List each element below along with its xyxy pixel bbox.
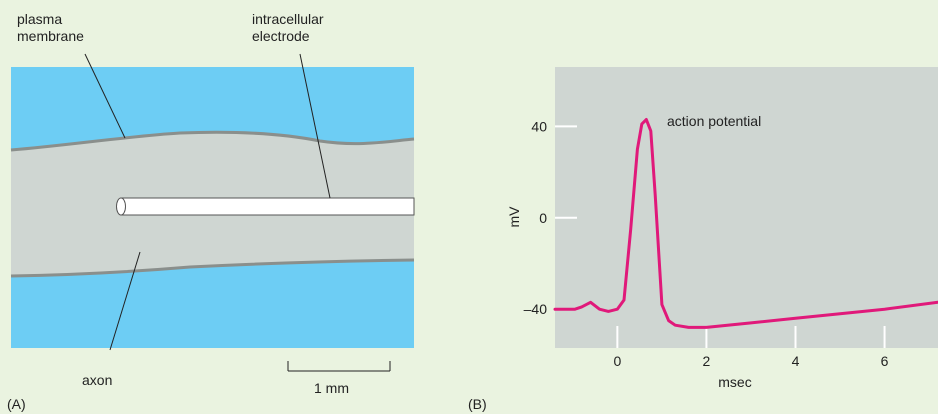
- y-axis-label: mV: [506, 206, 522, 228]
- panel-a-label: (A): [7, 396, 26, 412]
- membrane-potential-trace: [553, 118, 938, 329]
- membrane-leader-line: [84, 53, 126, 139]
- x-tick-label: 4: [792, 353, 800, 369]
- panel-b-label: (B): [468, 396, 487, 412]
- y-tick-label: 40: [531, 118, 547, 134]
- intracellular-electrode: [116, 197, 415, 216]
- y-tick-label: 0: [539, 210, 547, 226]
- electrode-leader-line: [299, 53, 331, 199]
- x-axis-label: msec: [718, 374, 751, 390]
- scale-bar-label: 1 mm: [314, 380, 349, 396]
- upper-plasma-membrane: [10, 130, 415, 152]
- scale-bar: [287, 361, 391, 372]
- axon-leader-line: [109, 251, 141, 351]
- plot-area: [555, 67, 938, 348]
- action-potential-annotation: action potential: [667, 113, 761, 129]
- plasma-membrane-label: plasma membrane: [17, 11, 84, 44]
- x-tick-label: 6: [881, 353, 889, 369]
- axon-label: axon: [82, 372, 113, 388]
- x-tick-label: 0: [613, 353, 621, 369]
- lower-plasma-membrane: [10, 258, 415, 278]
- x-tick-label: 2: [703, 353, 711, 369]
- y-tick-label: –40: [524, 301, 548, 317]
- intracellular-electrode-label: intracellular electrode: [252, 11, 324, 44]
